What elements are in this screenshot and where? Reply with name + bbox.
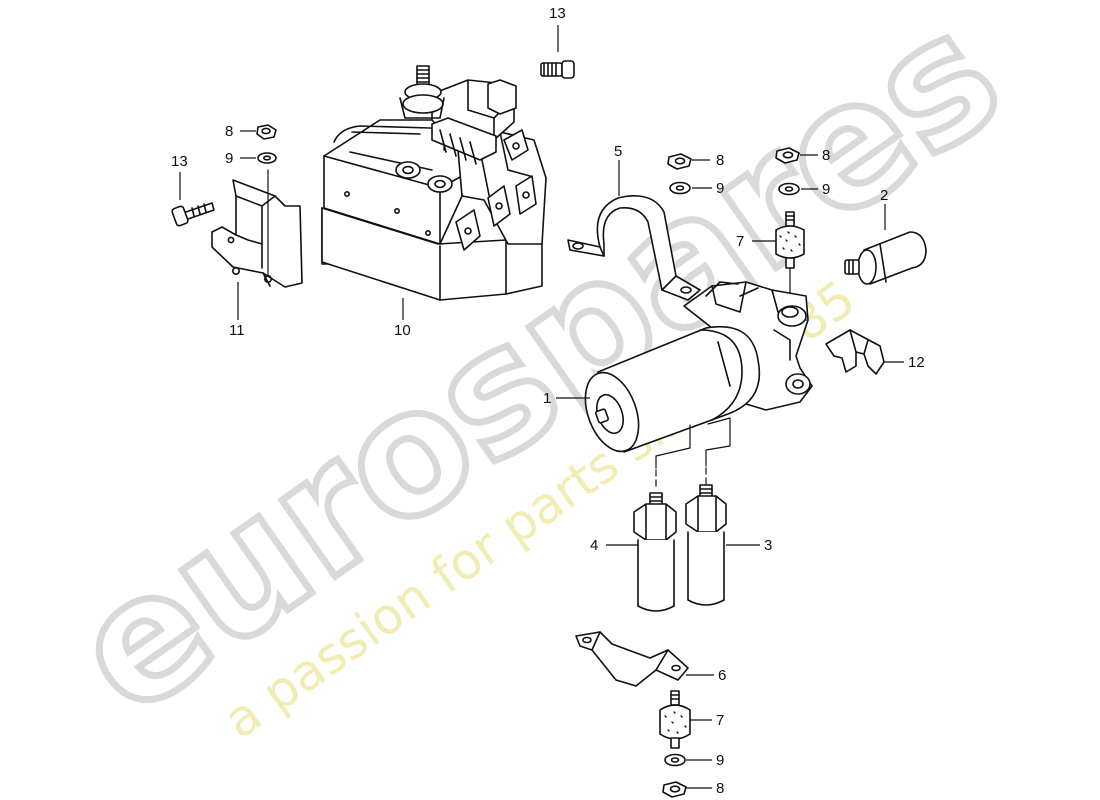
washer-9-center [669,181,691,195]
bracket-11 [211,169,303,288]
clamp-5 [567,195,701,301]
callout-5: 5 [614,143,622,160]
clamp-6 [575,631,689,687]
clip-12 [825,329,885,375]
hydraulic-unit-10 [321,65,547,301]
callout-8-left: 8 [225,123,233,140]
nut-8-bottom [662,781,687,798]
callout-1: 1 [543,390,551,407]
callouts: 13 13 8 9 11 10 5 8 9 8 9 2 7 12 1 4 3 6… [171,5,925,797]
callout-10: 10 [394,322,411,339]
callout-8-right: 8 [822,147,830,164]
washer-9-bottom [664,753,686,767]
connection-lines [655,417,731,487]
callout-4: 4 [590,537,598,554]
callout-11: 11 [229,322,245,339]
callout-3: 3 [764,537,772,554]
relay-valve-4 [633,492,677,612]
callout-13-left: 13 [171,153,188,170]
relay-valve-3 [685,484,727,606]
watermark-brand: eurospares [40,0,1034,754]
callout-12: 12 [908,354,925,371]
callout-7-upper: 7 [736,233,744,250]
rubber-mount-7-lower [659,690,691,749]
bolt-13-top [540,60,575,79]
callout-8-bottom: 8 [716,780,724,797]
callout-13-top: 13 [549,5,566,22]
pressure-switch-2 [844,231,927,285]
callout-9-center: 9 [716,180,724,197]
bolt-13-left [171,202,215,227]
leader-lines [179,25,904,789]
callout-9-left: 9 [225,150,233,167]
nut-8-left [256,124,277,140]
pressure-accumulator-1 [584,281,813,453]
nut-8-center [667,153,692,170]
callout-2: 2 [880,187,888,204]
callout-7-lower: 7 [716,712,724,729]
callout-6: 6 [718,667,726,684]
callout-9-bottom: 9 [716,752,724,769]
callout-9-right: 9 [822,181,830,198]
nut-8-right [775,147,800,164]
washer-9-right [778,182,800,196]
callout-8-center: 8 [716,152,724,169]
washer-9-left [257,152,277,164]
watermark: eurospares a passion for parts since 198… [36,0,1037,757]
